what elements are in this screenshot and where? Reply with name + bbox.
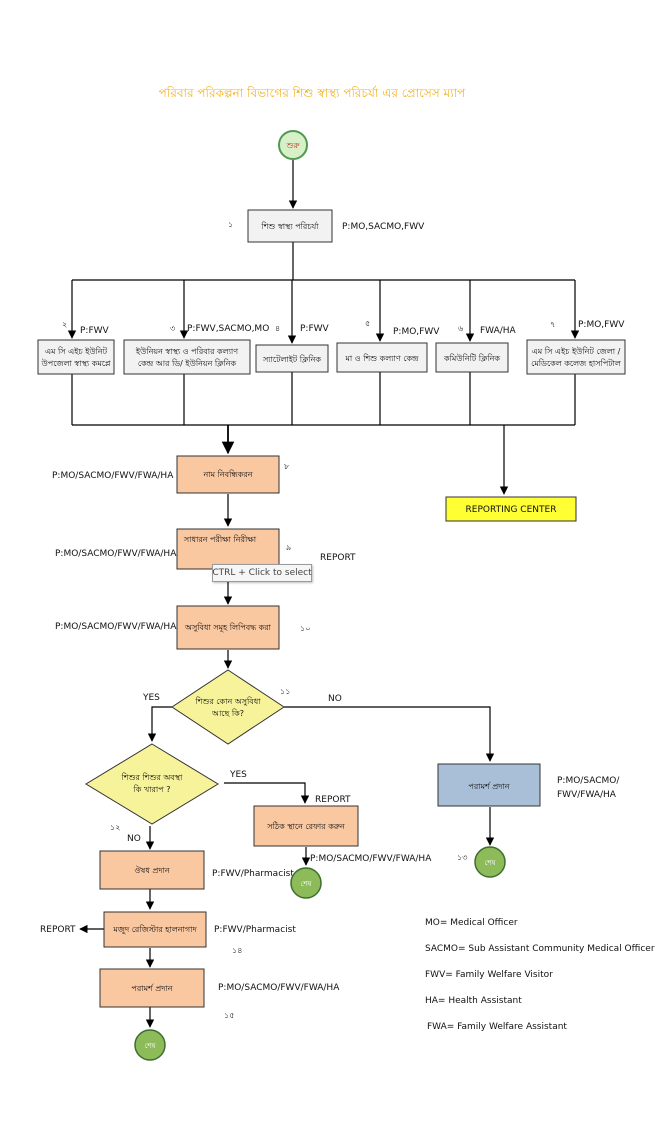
end-label: শেষ [485, 859, 496, 867]
decision12-number: ১২ [110, 823, 120, 832]
facility-provider: P:FWV,SACMO,MO [187, 324, 269, 334]
facility-satellite-clinic: স্যাটেলাইট ক্লিনিক ৪ P:FWV [255, 324, 330, 373]
step-referral: সঠিক স্থানে রেফার করুন REPORT P:MO/SACMO… [253, 795, 432, 864]
facility-line1: মা ও শিশু কল্যাণ কেন্দ্র [344, 354, 419, 363]
counsel-right-provider-2: FWV/FWA/HA [557, 790, 617, 800]
counsel-left-label: পরামর্শ প্রদান [131, 984, 172, 993]
step-update-stock-register: মজুদ রেজিস্টার হালনাগাদ P:FWV/Pharmacist… [40, 911, 296, 955]
facility-line1: এম সি এইচ ইউনিট [45, 346, 108, 356]
step-counsel-no-problem: পরামর্শ প্রদান P:MO/SACMO/ FWV/FWA/HA ১৩ [437, 763, 620, 862]
legend-item: FWA= Family Welfare Assistant [427, 1022, 567, 1032]
step1-label: শিশু স্বাস্থ্য পরিচর্যা [260, 222, 319, 231]
decision11-line1: শিশুর কোন অসুবিধা [194, 697, 261, 706]
step8-label: নাম নিবন্ধিকরন [203, 470, 253, 479]
decision11-no: NO [328, 694, 342, 704]
facility-mch-upazila: এম সি এইচ ইউনিট উপজেলা স্বাস্থ্য কমপ্লে … [37, 320, 115, 375]
facility-line2: উপজেলা স্বাস্থ্য কমপ্লে [41, 358, 111, 368]
referral-label: সঠিক স্থানে রেফার করুন [266, 821, 345, 831]
step1-provider: P:MO,SACMO,FWV [342, 222, 425, 232]
medicine-provider: P:FWV/Pharmacist [212, 869, 294, 879]
reporting-center-label: REPORTING CENTER [466, 505, 557, 515]
step9-number: ৯ [286, 543, 291, 552]
facility-mother-child-welfare-center: মা ও শিশু কল্যাণ কেন্দ্র ৫ P:MO,FWV [336, 319, 440, 373]
step-registration: নাম নিবন্ধিকরন ৮ P:MO/SACMO/FWV/FWA/HA [52, 455, 290, 494]
connectors [67, 160, 580, 1028]
step-record-problems: অসুবিধা সমূহ লিপিবদ্ধ করা ১০ P:MO/SACMO/… [55, 605, 310, 650]
facility-provider: P:MO,FWV [393, 327, 440, 337]
facility-number: ৩ [170, 324, 175, 333]
step-counsel-final: পরামর্শ প্রদান P:MO/SACMO/FWV/FWA/HA ১৫ [99, 968, 340, 1020]
stock-number: ১৪ [232, 946, 242, 955]
facility-union-health-center: ইউনিয়ন স্বাস্থ্য ও পরিবার কল্যাণ কেন্দ্… [123, 324, 269, 375]
decision12-yes: YES [229, 770, 247, 780]
step9-report: REPORT [320, 553, 356, 563]
facility-community-clinic: কমিউনিটি ক্লিনিক ৬ FWA/HA [435, 324, 517, 373]
stock-provider: P:FWV/Pharmacist [214, 925, 296, 935]
legend: MO= Medical Officer SACMO= Sub Assistant… [425, 918, 655, 1032]
end-label: শেষ [301, 880, 312, 888]
facility-line1: ইউনিয়ন স্বাস্থ্য ও পরিবার কল্যাণ [135, 346, 238, 356]
start-node: শুরু [278, 130, 308, 160]
decision12-line1: শিশুর শিশুর অবস্থা [121, 773, 183, 782]
facility-number: ৫ [365, 319, 370, 328]
decision11-number: ১১ [280, 687, 290, 696]
step-child-health-care: শিশু স্বাস্থ্য পরিচর্যা ১ P:MO,SACMO,FWV [228, 209, 425, 243]
step10-number: ১০ [300, 624, 310, 633]
facility-number: ৭ [550, 320, 555, 329]
counsel-left-number: ১৫ [224, 1011, 234, 1020]
decision12-line2: কি খারাপ ? [133, 785, 171, 794]
facility-line1: এম সি এইচ ইউনিট জেলা / [532, 346, 621, 356]
legend-item: FWV= Family Welfare Visitor [425, 970, 553, 980]
step9-label: সাধারন পরীক্ষা নিরীক্ষা [183, 534, 257, 544]
step1-number: ১ [228, 220, 233, 229]
medicine-label: ঔষধ প্রদান [134, 866, 169, 875]
legend-item: HA= Health Assistant [425, 996, 522, 1006]
stock-label: মজুদ রেজিস্টার হালনাগাদ [112, 924, 197, 934]
step-give-medicine: ঔষধ প্রদান P:FWV/Pharmacist [99, 850, 294, 890]
legend-item: SACMO= Sub Assistant Community Medical O… [425, 944, 655, 954]
facility-line1: কমিউনিটি ক্লিনিক [443, 353, 500, 363]
end-node: শেষ [290, 867, 322, 899]
step9-provider: P:MO/SACMO/FWV/FWA/HA [55, 549, 177, 559]
step8-provider: P:MO/SACMO/FWV/FWA/HA [52, 471, 174, 481]
select-tooltip: CTRL + Click to select [212, 564, 312, 582]
start-label: শুরু [285, 141, 300, 150]
facility-line2: মেডিকেল কলেজ হাসপিটাল [531, 358, 622, 368]
end-node: শেষ [474, 846, 506, 878]
decision11-line2: আছে কি? [211, 709, 244, 718]
referral-provider: P:MO/SACMO/FWV/FWA/HA [310, 854, 432, 864]
end-label: শেষ [145, 1042, 156, 1050]
referral-report: REPORT [315, 795, 351, 805]
facility-number: ২ [62, 320, 67, 329]
end-node: শেষ [134, 1029, 166, 1061]
counsel-right-number: ১৩ [457, 853, 467, 862]
step8-number: ৮ [284, 462, 290, 471]
facility-provider: P:FWV [300, 324, 330, 334]
decision11-yes: YES [142, 693, 160, 703]
counsel-right-label: পরামর্শ প্রদান [468, 782, 509, 791]
facility-provider: P:MO,FWV [578, 320, 625, 330]
decision-condition-bad: শিশুর শিশুর অবস্থা কি খারাপ ? ১২ YES NO [85, 743, 247, 844]
page-title: পরিবার পরিকল্পনা বিভাগের শিশু স্বাস্থ্য … [159, 86, 467, 100]
legend-item: MO= Medical Officer [425, 918, 518, 928]
reporting-center: REPORTING CENTER [445, 496, 577, 522]
counsel-left-provider: P:MO/SACMO/FWV/FWA/HA [218, 983, 340, 993]
step-general-examination: সাধারন পরীক্ষা নিরীক্ষা ৯ P:MO/SACMO/FWV… [55, 528, 356, 570]
stock-report: REPORT [40, 925, 76, 935]
facility-provider: FWA/HA [480, 326, 517, 336]
facility-line1: স্যাটেলাইট ক্লিনিক [262, 354, 321, 364]
facility-provider: P:FWV [80, 326, 110, 336]
decision12-no: NO [127, 834, 141, 844]
facility-mch-district-hospital: এম সি এইচ ইউনিট জেলা / মেডিকেল কলেজ হাসপ… [526, 320, 626, 375]
counsel-right-provider-1: P:MO/SACMO/ [557, 776, 620, 786]
step10-label: অসুবিধা সমূহ লিপিবদ্ধ করা [184, 623, 272, 632]
facility-line2: কেন্দ্র আর ডি/ ইউনিয়ন ক্লিনিক [138, 358, 237, 368]
decision-has-problem: শিশুর কোন অসুবিধা আছে কি? ১১ YES NO [142, 669, 342, 745]
facility-number: ৪ [275, 324, 280, 333]
step10-provider: P:MO/SACMO/FWV/FWA/HA [55, 622, 177, 632]
facility-number: ৬ [458, 324, 463, 333]
